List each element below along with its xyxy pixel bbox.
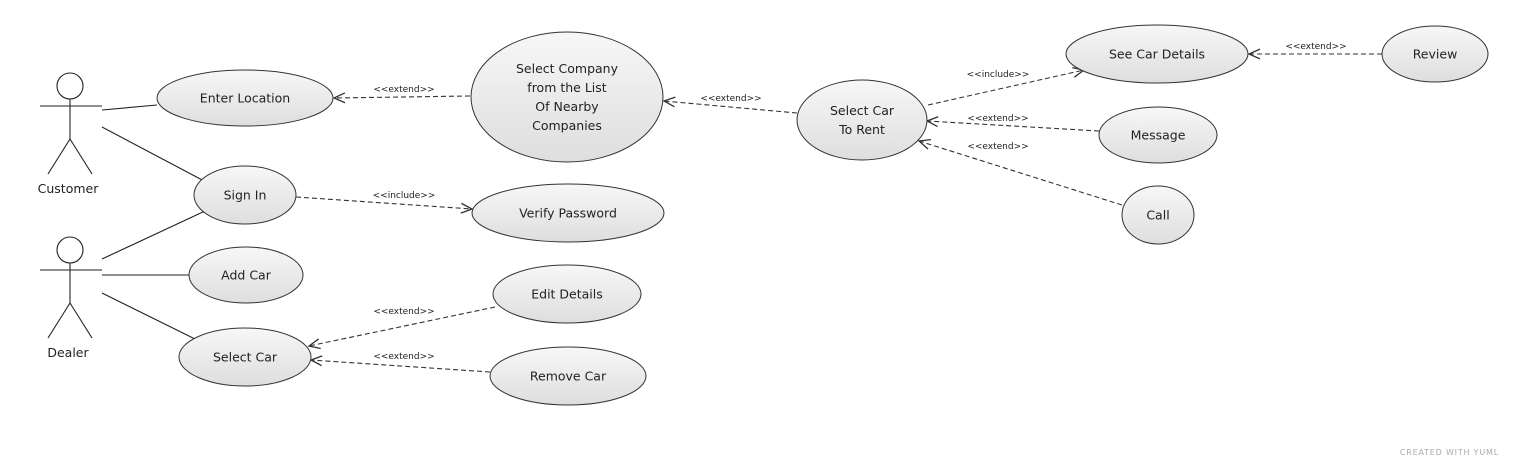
dependency-arrows: <<extend>> <<extend>> <<include>> <<extend>… xyxy=(295,42,1382,373)
dependency-call-to-select-car-to-rent: <<extend>> xyxy=(917,138,1123,206)
stereotype-label: <<extend>> xyxy=(373,307,434,317)
use-case-ellipse xyxy=(156,69,334,127)
use-case-enter-location: Enter Location xyxy=(156,69,334,127)
use-case-see-car-details: See Car Details xyxy=(1065,24,1249,84)
use-case-ellipse xyxy=(1098,106,1218,164)
use-case-label: Select Car xyxy=(213,350,278,365)
dependency-sign-in-to-verify-password: <<include>> xyxy=(295,191,474,214)
dependency-select-car-to-rent-to-see-car-details: <<include>> xyxy=(927,66,1086,106)
use-case-sign-in: Sign In xyxy=(193,165,297,225)
association-customer-enter-location xyxy=(101,104,158,111)
use-case-label: Add Car xyxy=(221,268,272,283)
dependency-edit-details-to-select-car: <<extend>> xyxy=(307,306,496,350)
actor-customer: Customer xyxy=(38,72,102,196)
stereotype-label: <<include>> xyxy=(967,70,1030,80)
use-case-edit-details: Edit Details xyxy=(492,264,642,324)
use-case-select-company: Select Company from the List Of NearbyComp… xyxy=(470,31,664,163)
stereotype-label: <<include>> xyxy=(373,191,436,201)
stereotype-label: <<extend>> xyxy=(967,142,1028,152)
dependency-line xyxy=(926,120,1100,132)
stereotype-label: <<extend>> xyxy=(1285,42,1346,52)
use-case-label: To Rent xyxy=(838,122,885,137)
arrowhead-icon xyxy=(917,138,931,150)
arrowhead-icon xyxy=(307,338,321,350)
dependency-line xyxy=(310,359,491,373)
association-customer-sign-in xyxy=(101,126,207,183)
use-case-label: Message xyxy=(1131,128,1186,143)
arrowhead-icon xyxy=(332,92,346,104)
use-case-ellipse xyxy=(796,79,928,161)
use-case-review: Review xyxy=(1381,25,1489,83)
use-case-label: Verify Password xyxy=(519,206,617,221)
association-dealer-sign-in xyxy=(101,210,206,260)
use-case-ellipse xyxy=(178,327,312,387)
dependency-select-company-to-enter-location: <<extend>> xyxy=(332,85,471,104)
use-case-label: Sign In xyxy=(224,188,267,203)
use-case-ellipse xyxy=(470,31,664,163)
dependency-line xyxy=(295,196,473,210)
use-case-message: Message xyxy=(1098,106,1218,164)
use-case-ellipse xyxy=(1381,25,1489,83)
dependency-message-to-select-car-to-rent: <<extend>> xyxy=(925,114,1100,132)
use-case-label: See Car Details xyxy=(1109,47,1205,62)
stereotype-label: <<extend>> xyxy=(700,94,761,104)
dependency-line xyxy=(663,100,798,114)
use-case-label: Review xyxy=(1413,47,1458,62)
dependency-line xyxy=(333,95,471,99)
use-case-ellipse xyxy=(1121,185,1195,245)
use-case-label: Of Nearby xyxy=(535,99,599,114)
use-case-ellipse xyxy=(471,183,665,243)
association-dealer-select-car xyxy=(101,292,196,340)
use-case-ellipse xyxy=(193,165,297,225)
use-case-label: Edit Details xyxy=(531,287,603,302)
stick-figure-icon xyxy=(40,236,102,339)
dependency-select-car-to-rent-to-select-company: <<extend>> xyxy=(662,94,798,114)
use-case-label: Select Company xyxy=(516,61,619,76)
use-case-label: Call xyxy=(1146,208,1169,223)
watermark: CREATED WITH YUML xyxy=(1399,448,1499,457)
stereotype-label: <<extend>> xyxy=(967,114,1028,124)
dependency-line xyxy=(927,69,1085,106)
use-case-select-car: Select Car xyxy=(178,327,312,387)
use-case-ellipse xyxy=(1065,24,1249,84)
use-case-remove-car: Remove Car xyxy=(489,346,647,406)
use-case-label: Companies xyxy=(532,118,602,133)
use-case-label: from the List xyxy=(527,80,606,95)
use-cases: Enter Location Select Company from the Lis… xyxy=(156,24,1489,406)
arrowhead-icon xyxy=(662,96,676,108)
dependency-review-to-see-car-details: <<extend>> xyxy=(1247,42,1382,60)
use-case-select-car-to-rent: Select Car To Rent xyxy=(796,79,928,161)
stereotype-label: <<extend>> xyxy=(373,85,434,95)
actor-label: Dealer xyxy=(47,345,89,360)
use-case-ellipse xyxy=(489,346,647,406)
stick-figure-icon xyxy=(40,72,102,175)
dependency-line xyxy=(918,140,1123,206)
use-case-label: Remove Car xyxy=(530,369,607,384)
use-case-ellipse xyxy=(492,264,642,324)
use-case-verify-password: Verify Password xyxy=(471,183,665,243)
use-case-label: Select Car xyxy=(830,103,895,118)
stereotype-label: <<extend>> xyxy=(373,352,434,362)
arrowhead-icon xyxy=(460,202,474,214)
actor-label: Customer xyxy=(38,181,100,196)
use-case-ellipse xyxy=(188,246,304,304)
use-case-call: Call xyxy=(1121,185,1195,245)
use-case-label: Enter Location xyxy=(200,91,290,106)
dependency-remove-car-to-select-car: <<extend>> xyxy=(309,352,491,373)
actor-dealer: Dealer xyxy=(40,236,102,360)
association-lines xyxy=(101,104,207,340)
arrowhead-icon xyxy=(1247,48,1261,60)
use-case-add-car: Add Car xyxy=(188,246,304,304)
